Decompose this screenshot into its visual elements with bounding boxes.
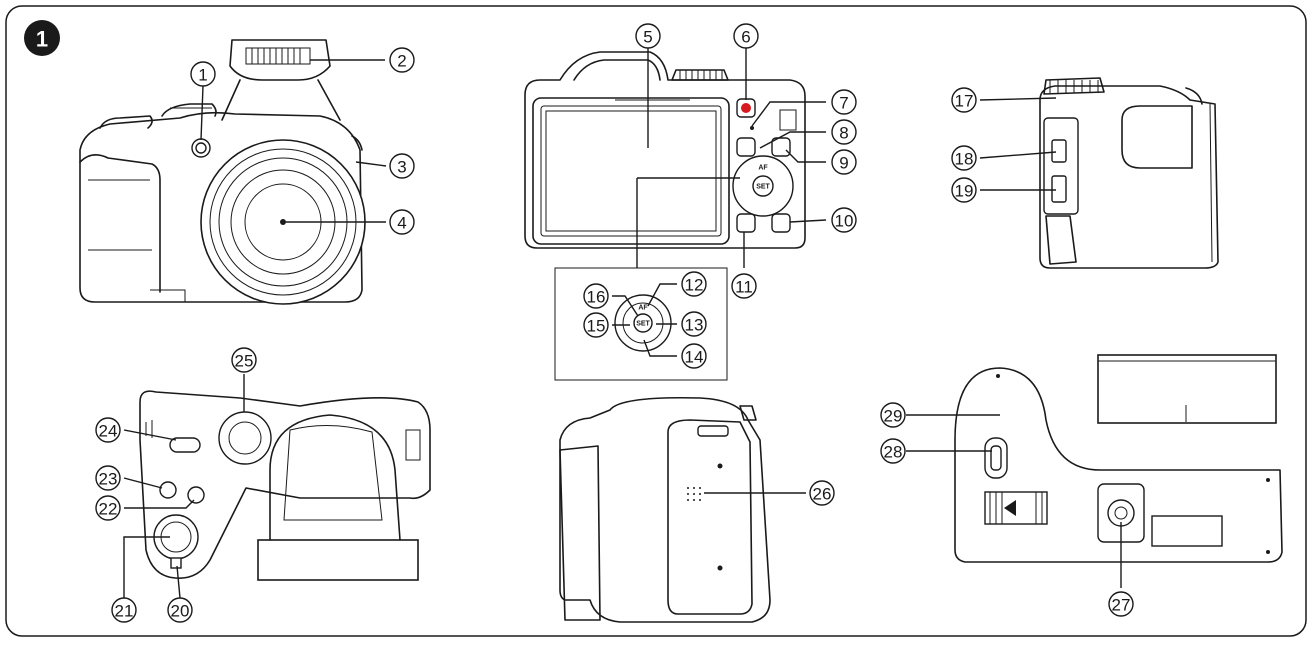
camera-bottom-view — [954, 354, 1283, 563]
camera-front-view — [79, 39, 366, 305]
svg-text:8: 8 — [839, 124, 848, 143]
svg-text:21: 21 — [115, 602, 134, 621]
callout-12: 12 — [681, 271, 707, 297]
callout-11: 11 — [731, 273, 757, 299]
callout-1: 1 — [190, 61, 216, 87]
svg-text:11: 11 — [735, 278, 753, 297]
callout-7: 7 — [831, 89, 857, 115]
callout-25: 25 — [231, 347, 257, 373]
svg-text:17: 17 — [955, 92, 974, 111]
callout-9: 9 — [831, 149, 857, 175]
callout-26: 26 — [809, 480, 835, 506]
callout-24: 24 — [95, 417, 121, 443]
svg-text:6: 6 — [741, 28, 750, 47]
inset-set-label: SET — [636, 321, 650, 328]
svg-text:3: 3 — [397, 158, 406, 177]
svg-text:22: 22 — [99, 500, 118, 519]
svg-text:18: 18 — [955, 150, 974, 169]
inset-af-label: AF — [638, 305, 648, 312]
callout-20: 20 — [167, 597, 193, 623]
svg-text:10: 10 — [835, 212, 854, 231]
svg-text:24: 24 — [99, 422, 118, 441]
svg-text:29: 29 — [884, 407, 903, 426]
camera-back-view: SET AF — [524, 51, 806, 249]
callout-numbers: 1 2 3 4 5 6 7 8 9 10 11 12 13 14 15 16 1… — [95, 23, 1134, 623]
svg-text:4: 4 — [397, 214, 406, 233]
svg-text:16: 16 — [587, 288, 606, 307]
svg-text:23: 23 — [99, 470, 118, 489]
callout-8: 8 — [831, 119, 857, 145]
callout-6: 6 — [733, 23, 759, 49]
svg-text:9: 9 — [839, 154, 848, 173]
callout-15: 15 — [583, 312, 609, 338]
camera-grip-side-view — [559, 396, 771, 623]
callout-28: 28 — [880, 438, 906, 464]
outer-frame — [5, 5, 1307, 637]
callout-23: 23 — [95, 465, 121, 491]
callout-4: 4 — [389, 209, 415, 235]
svg-text:13: 13 — [685, 316, 704, 335]
svg-text:5: 5 — [643, 28, 652, 47]
leader-lines — [123, 48, 1122, 599]
callout-2: 2 — [389, 47, 415, 73]
callout-27: 27 — [1108, 591, 1134, 617]
callout-29: 29 — [880, 402, 906, 428]
svg-text:12: 12 — [685, 276, 704, 295]
callout-3: 3 — [389, 153, 415, 179]
af-label: AF — [758, 165, 768, 172]
svg-text:7: 7 — [839, 94, 848, 113]
svg-text:27: 27 — [1112, 596, 1131, 615]
svg-text:26: 26 — [813, 485, 832, 504]
callout-21: 21 — [111, 597, 137, 623]
camera-side-view — [1039, 77, 1219, 269]
svg-text:19: 19 — [955, 182, 974, 201]
callout-5: 5 — [635, 23, 661, 49]
callout-10: 10 — [831, 207, 857, 233]
callout-17: 17 — [951, 87, 977, 113]
callout-18: 18 — [951, 145, 977, 171]
navigation-pad-inset: SET AF — [554, 177, 740, 381]
figure-number: 1 — [36, 27, 48, 52]
svg-text:15: 15 — [587, 317, 606, 336]
callout-14: 14 — [681, 343, 707, 369]
svg-text:25: 25 — [235, 352, 254, 371]
set-button-label: SET — [756, 184, 770, 191]
svg-text:14: 14 — [685, 348, 704, 367]
callout-19: 19 — [951, 177, 977, 203]
svg-text:20: 20 — [171, 602, 190, 621]
svg-text:1: 1 — [198, 66, 207, 85]
callout-22: 22 — [95, 495, 121, 521]
callout-13: 13 — [681, 311, 707, 337]
svg-text:2: 2 — [397, 52, 406, 71]
figure-number-badge: 1 — [24, 20, 60, 56]
callout-16: 16 — [583, 283, 609, 309]
svg-text:28: 28 — [884, 443, 903, 462]
camera-top-view — [139, 390, 431, 581]
